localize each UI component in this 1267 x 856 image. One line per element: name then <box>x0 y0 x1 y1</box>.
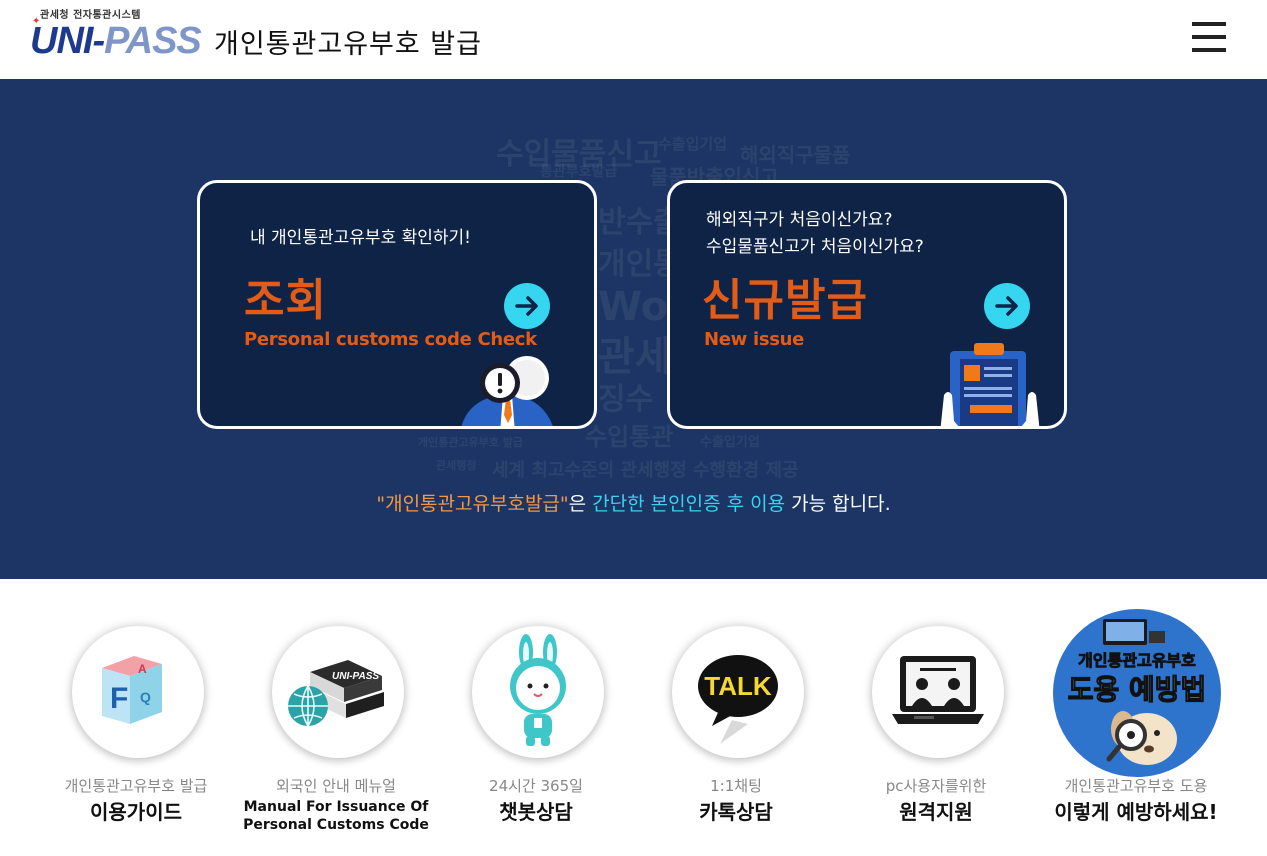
lookup-card-subtitle: Personal customs code Check <box>244 329 537 350</box>
watermark-text: 수출입기업 <box>658 135 728 153</box>
arrow-right-icon[interactable] <box>984 283 1030 329</box>
watermark-text: 징수 <box>598 382 654 417</box>
watermark-text: 해외직구물품 <box>740 143 851 167</box>
chatbot-tile[interactable]: 24시간 365일 챗봇상담 <box>436 579 636 856</box>
kakaotalk-tile-title: 카톡상담 <box>699 800 773 824</box>
watermark-text: 관세 <box>598 334 672 380</box>
fraud-prevention-tile-subtitle: 개인통관고유부호 도용 <box>1064 777 1208 795</box>
arrow-right-icon[interactable] <box>504 283 550 329</box>
chatbot-tile-subtitle: 24시간 365일 <box>489 777 583 795</box>
svg-text:A: A <box>138 662 147 676</box>
chatbot-rabbit-icon <box>472 626 604 758</box>
guide-tile-subtitle: 개인통관고유부호 발급 <box>64 777 208 795</box>
kakaotalk-tile[interactable]: TALK 1:1채팅 카톡상담 <box>636 579 836 856</box>
manual-tile-subtitle: 외국인 안내 메뉴얼 <box>276 777 396 795</box>
new-issue-card-subtitle: New issue <box>704 329 805 350</box>
hero-banner: 수입물품신고 수출입기업 해외직구물품 통관부호발급 물품반출입신고 반수출 개… <box>0 79 1267 579</box>
hamburger-menu-icon[interactable] <box>1192 21 1226 53</box>
new-issue-card-title: 신규발급 <box>702 275 868 326</box>
watermark-text: 통관부호발급 <box>540 164 618 180</box>
faq-cube-icon: F A Q <box>72 626 204 758</box>
watermark-text: 수출입기업 <box>700 435 760 450</box>
remote-support-icon <box>872 626 1004 758</box>
chatbot-tile-title: 챗봇상담 <box>499 800 573 824</box>
svg-text:Q: Q <box>140 689 151 705</box>
watermark-text: 세계 최고수준의 관세행정 수행환경 제공 <box>492 460 799 481</box>
header: 관세청 전자통관시스템 ✦ UNI-PASS 개인통관고유부호 발급 <box>0 0 1267 79</box>
notice-text: "개인통관고유부호발급"은 간단한 본인인증 후 이용 가능 합니다. <box>376 493 891 515</box>
magnifier-person-icon <box>461 356 553 426</box>
books-globe-icon: UNI-PASS <box>272 626 404 758</box>
lookup-card-description: 내 개인통관고유부호 확인하기! <box>250 228 471 248</box>
watermark-text: 수입물품신고 <box>496 137 662 172</box>
lookup-card-title: 조회 <box>244 275 327 326</box>
unipass-logo[interactable]: 관세청 전자통관시스템 ✦ UNI-PASS <box>30 6 208 66</box>
clipboard-document-icon <box>940 343 1040 426</box>
watermark-text: 수입통관 <box>585 423 674 451</box>
svg-text:UNI-PASS: UNI-PASS <box>332 671 379 682</box>
remote-support-tile-subtitle: pc사용자를위한 <box>885 777 987 795</box>
watermark-text: 관세행정 <box>436 459 477 472</box>
kakaotalk-tile-subtitle: 1:1채팅 <box>710 777 762 795</box>
fraud-badge-line1: 개인통관고유부호 <box>1078 651 1196 670</box>
fraud-badge-line2: 도용 예방법 <box>1068 673 1207 706</box>
logo-subtitle: 관세청 전자통관시스템 <box>40 10 141 21</box>
watermark-text: 개인통관고유부호 발급 <box>418 436 524 449</box>
remote-support-tile-title: 원격지원 <box>899 800 973 824</box>
kakaotalk-icon: TALK <box>672 626 804 758</box>
fraud-prevention-icon: 개인통관고유부호 도용 예방법 <box>1053 609 1221 777</box>
remote-support-tile[interactable]: pc사용자를위한 원격지원 <box>836 579 1036 856</box>
logo-text: UNI-PASS <box>30 20 202 62</box>
new-issue-card-description: 해외직구가 처음이신가요? 수입물품신고가 처음이신가요? <box>706 210 924 257</box>
new-issue-card[interactable]: 해외직구가 처음이신가요? 수입물품신고가 처음이신가요? 신규발급 New i… <box>667 180 1067 429</box>
manual-tile-title: Manual For Issuance Of Personal Customs … <box>243 799 429 833</box>
manual-tile[interactable]: UNI-PASS 외국인 안내 메뉴얼 Manual For Issuance … <box>236 579 436 856</box>
lookup-card[interactable]: 내 개인통관고유부호 확인하기! 조회 Personal customs cod… <box>197 180 597 429</box>
service-tiles: F A Q 개인통관고유부호 발급 이용가이드 UNI-PASS 외국인 안내 … <box>0 579 1267 856</box>
guide-tile[interactable]: F A Q 개인통관고유부호 발급 이용가이드 <box>36 579 236 856</box>
svg-text:F: F <box>110 682 128 715</box>
logo-star-icon: ✦ <box>32 16 41 27</box>
fraud-prevention-tile[interactable]: 개인통관고유부호 도용 예방법 개인통관고유부호 도용 이렇게 예방하세요! <box>1036 579 1236 856</box>
page-title: 개인통관고유부호 발급 <box>214 29 482 60</box>
talk-badge-text: TALK <box>704 671 772 701</box>
guide-tile-title: 이용가이드 <box>90 800 182 824</box>
fraud-prevention-tile-title: 이렇게 예방하세요! <box>1054 800 1218 824</box>
